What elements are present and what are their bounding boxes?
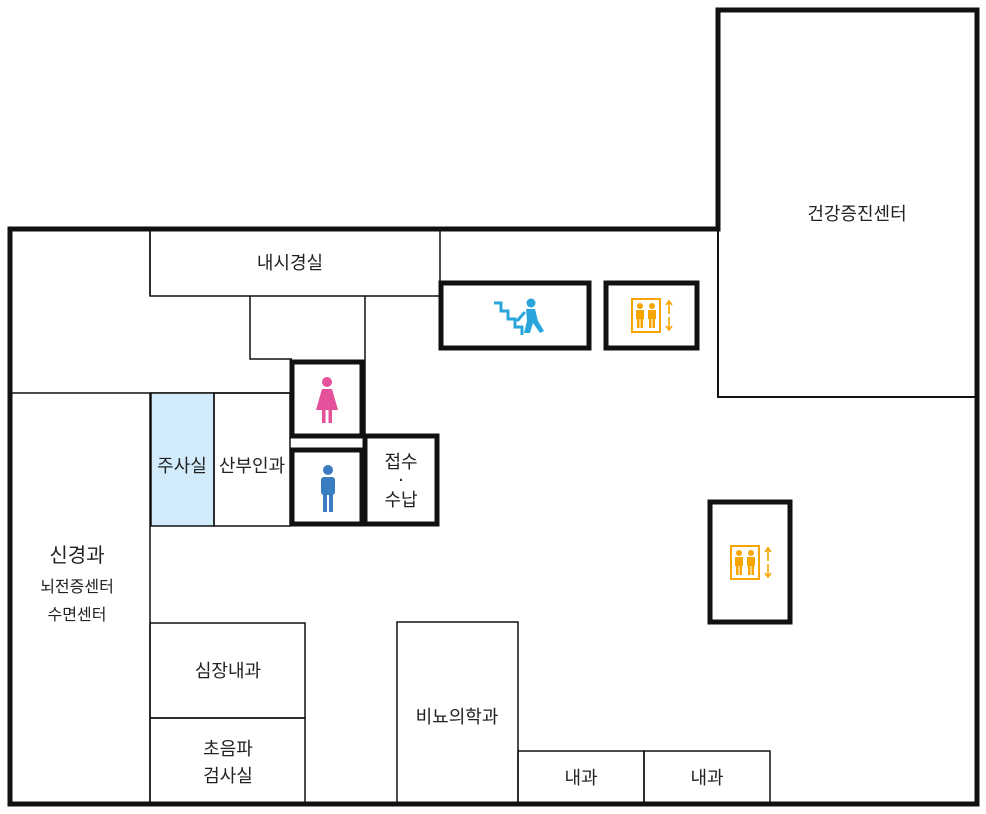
health-center-room[interactable] [717,9,978,398]
interior-walls-top [10,229,366,437]
injection-label: 주사실 [157,456,207,477]
neurology-label-2: 뇌전증센터 [40,577,114,596]
elevator-icon [631,298,673,333]
neurology-label-3: 수면센터 [48,605,107,624]
internal-label-1: 내과 [564,768,597,789]
reception-label-1: 접수 [384,452,417,473]
reception-label-2: · [398,470,404,491]
ultrasound-label-1: 초음파 [203,739,253,760]
womens-restroom[interactable] [289,359,365,439]
mens-restroom[interactable] [289,447,365,527]
endoscopy-label: 내시경실 [257,253,323,274]
restroom-women-icon [316,377,338,423]
internal-label-2: 내과 [690,768,723,789]
elevator-icon [730,545,772,580]
injection-room[interactable] [150,392,215,527]
cardiology-label: 심장내과 [195,661,261,682]
ultrasound-room[interactable] [149,717,306,805]
urology-label: 비뇨의학과 [416,707,499,728]
elevator-box-1[interactable] [603,280,700,351]
obgyn-label: 산부인과 [219,456,285,477]
stairs-box[interactable] [438,280,592,351]
obgyn-room[interactable] [213,392,291,527]
health-center-label: 건강증진센터 [807,204,906,225]
stairs-icon [494,298,544,335]
restroom-men-icon [321,465,335,512]
urology-room[interactable] [396,621,519,805]
reception-room[interactable] [362,433,440,527]
reception-label-3: 수납 [384,490,417,511]
elevator-box-2[interactable] [707,499,793,625]
neurology-label-1: 신경과 [49,543,104,567]
internal-room-2[interactable] [643,750,771,805]
ultrasound-label-2: 검사실 [203,766,253,787]
